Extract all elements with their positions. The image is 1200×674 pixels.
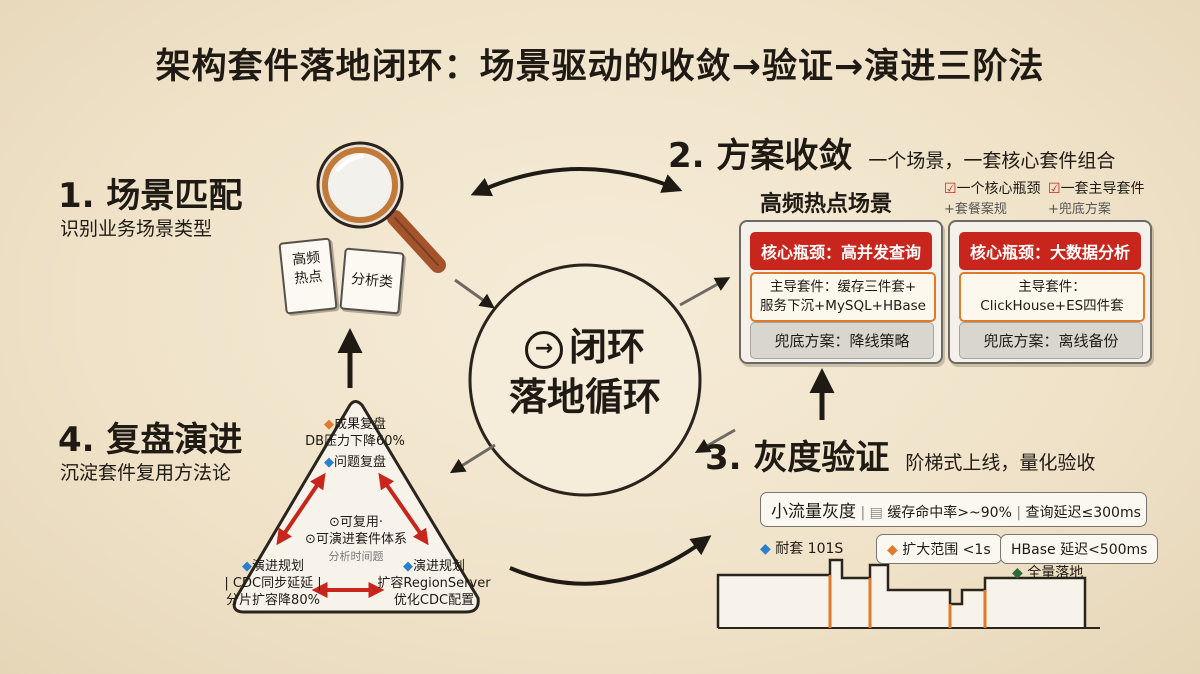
reuse-blur-text: 分析时间题 [328,550,384,563]
solution-card-left: 核心瓶颈：高并发查询 主导套件：缓存三件套+ 服务下沉+MySQL+HBase … [739,220,943,364]
diamond-icon: ◆ [402,559,413,574]
blur-text-1: +套餐案规 [944,202,1007,217]
center-label: →闭环 落地循环 [470,322,700,422]
small-traffic-label: 小流量灰度 [771,502,856,522]
arrow-circle-small-icon: ⊙ [328,515,340,530]
fallback-right: 兜底方案：离线备份 [959,322,1143,359]
arrow-circle-icon: → [524,330,563,369]
arrow-stage3-circle [694,428,736,453]
diamond-icon: ◆ [760,541,771,557]
stage2-title-text: 2. 方案收敛 [668,136,853,176]
red-arrow-right [378,472,429,546]
stage4-subtitle: 沉淀套件复用方法论 [60,462,232,484]
scene-card-analysis: 分析类 [339,247,405,315]
step1-label: ◆ 耐套 101S [760,541,844,557]
stage3-subtitle: 阶梯式上线，量化验收 [905,452,1096,474]
evolution-left: ◆演进规划 | CDC同步延延 | 分片扩容降80% [224,559,322,608]
bottleneck-right: 核心瓶颈：大数据分析 [959,232,1141,270]
scene-card-hot-line2: 热点 [293,268,323,288]
check-icon: ☑ [944,181,957,197]
center-line1: 闭环 [568,325,645,369]
stage1-subtitle: 识别业务场景类型 [60,218,213,240]
center-line2: 落地循环 [508,375,661,419]
problem-review: ◆问题复盘 [323,455,386,470]
result-review: ◆成果复盘 DB压力下降60% [300,416,410,450]
arrow-circle-small-icon: ⊙ [305,532,316,547]
diamond-icon: ◆ [241,559,252,574]
step2-pill: ◆ 扩大范围 <1s [876,534,1002,564]
arrow-circle-stage2 [679,277,731,307]
stage3-title: 3. 灰度验证阶梯式上线，量化验收 [705,430,1095,479]
check-lead-kit: ☑一套主导套件 [1048,181,1145,197]
solution-card-right: 核心瓶颈：大数据分析 主导套件： ClickHouse+ES四件套 兜底方案：离… [948,220,1152,364]
center-circle [468,263,702,497]
arrow-stage4-stage3 [509,535,712,586]
small-traffic-pill: 小流量灰度 | ▤ 缓存命中率>~90% | 查询延迟≤300ms [760,492,1147,527]
step3-label: ◆ 全量落地 [1012,565,1084,581]
red-arrow-left [276,472,326,546]
diamond-icon: ◆ [323,455,334,470]
bottleneck-left: 核心瓶颈：高并发查询 [750,232,932,270]
metric-latency: 查询延迟≤300ms [1025,505,1141,521]
stage2-scene: 高频热点场景 [760,192,893,217]
step2-metric-pill: HBase 延迟<500ms [1000,534,1159,564]
stage4-triangle [232,400,480,614]
arrow-stage1-circle [454,278,495,309]
evolution-right: ◆演进规划 扩容RegionServer 优化CDC配置 [377,559,491,608]
fallback-left: 兜底方案：降线策略 [750,322,934,359]
stage2-subtitle: 一个场景，一套核心套件组合 [868,150,1116,172]
lead-kit-left: 主导套件：缓存三件套+ 服务下沉+MySQL+HBase [750,272,936,322]
diamond-icon: ◆ [1012,565,1023,581]
doc-icon: ▤ [869,505,883,521]
blur-text-2: +兜底方案 [1048,202,1111,217]
reuse-system: ⊙可复用· ⊙可演进套件体系 分析时间题 [286,514,426,565]
arrow-circle-stage4 [449,443,496,474]
check-icon: ☑ [1048,181,1061,197]
page-title: 架构套件落地闭环：场景驱动的收敛→验证→演进三阶法 [155,47,1045,87]
magnifier-icon [316,141,446,273]
stage1-title: 1. 场景匹配 [58,176,243,216]
metric-hit-rate: 缓存命中率>~90% [887,505,1012,521]
diamond-icon: ◆ [323,417,334,432]
check-bottleneck: ☑一个核心瓶颈 [944,181,1041,197]
arrow-stage1-stage2 [470,166,683,197]
staircase [716,558,1100,629]
stage3-title-text: 3. 灰度验证 [705,438,890,478]
diamond-icon: ◆ [887,542,898,558]
result-review-value: DB压力下降60% [305,434,405,449]
scene-card-hot: 高频 热点 [278,237,338,315]
stage2-title: 2. 方案收敛一个场景，一套核心套件组合 [668,128,1115,177]
stage4-title: 4. 复盘演进 [58,420,243,460]
lead-kit-right: 主导套件： ClickHouse+ES四件套 [959,272,1145,322]
